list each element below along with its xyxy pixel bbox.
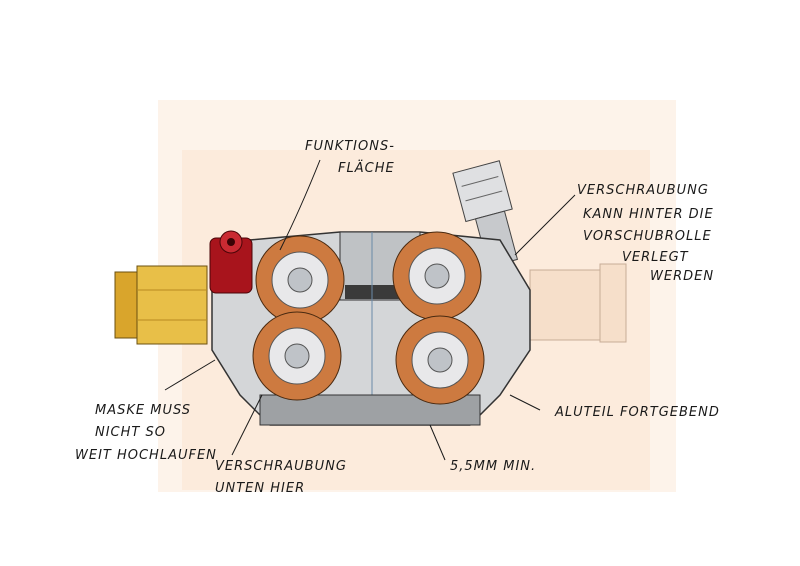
right-fitting <box>529 263 627 343</box>
leader-lines <box>164 159 576 461</box>
note-abstand: 5,5MM MIN. <box>450 459 536 474</box>
roller-bottom-left <box>252 311 342 401</box>
roller-top-left <box>255 235 345 325</box>
brass-fitting <box>114 265 208 345</box>
red-knob <box>209 230 253 294</box>
note-maske: MASKE MUSS NICHT SO WEIT HOCHLAUFEN <box>75 403 217 463</box>
roller-bottom-right <box>395 315 485 405</box>
note-aluteil: ALUTEIL FORTGEBEND <box>554 405 720 420</box>
note-funktionsflaeche: FUNKTIONS- FLÄCHE <box>305 139 400 176</box>
note-verschraubung-unten: VERSCHRAUBUNG UNTEN HIER <box>215 459 352 496</box>
housing <box>211 231 531 426</box>
note-verschraubung-hinter: VERSCHRAUBUNG KANN HINTER DIE VORSCHUBRO… <box>577 183 719 284</box>
roller-top-right <box>392 231 482 321</box>
